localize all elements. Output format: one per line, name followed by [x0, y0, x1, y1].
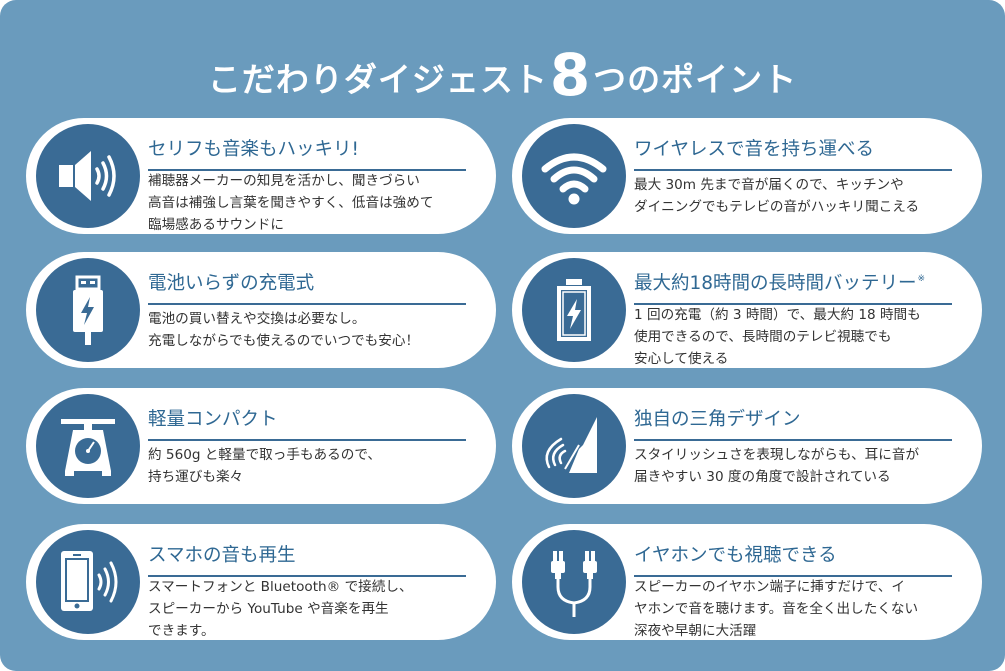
feature-description: 1 回の充電（約 3 時間）で、最大約 18 時間も 使用できるので、長時間のテ… [634, 307, 921, 367]
smartphone-sound-icon [61, 551, 118, 611]
wifi-icon [541, 153, 607, 205]
triangle-speaker-icon [545, 417, 597, 473]
feature-title: 電池いらずの充電式 [148, 266, 466, 305]
title-prefix: こだわりダイジェスト [207, 60, 548, 99]
feature-card-triangle-design: 独自の三角デザイン スタイリッシュさを表現しながらも、耳に音が 届きやすい 30… [512, 388, 982, 504]
feature-title: 最大約18時間の長時間バッテリー※ [634, 266, 952, 305]
feature-description: スピーカーのイヤホン端子に挿すだけで、イ ヤホンで音を聴けます。音を全く出したく… [634, 579, 919, 639]
earphones-icon [551, 551, 597, 617]
battery-icon [557, 279, 591, 341]
page-title: こだわりダイジェスト8つのポイント [0, 40, 1005, 115]
feature-title: 独自の三角デザイン [634, 402, 952, 441]
feature-card-earphones: イヤホンでも視聴できる スピーカーのイヤホン端子に挿すだけで、イ ヤホンで音を聴… [512, 524, 982, 640]
icon-circle [36, 258, 140, 362]
icon-circle [522, 530, 626, 634]
title-suffix: つのポイント [593, 60, 798, 99]
feature-description: 補聴器メーカーの知見を活かし、聞きづらい 高音は補強し言葉を聞きやすく、低音は強… [148, 173, 434, 233]
feature-description: 電池の買い替えや交換は必要なし。 充電しながらでも使えるのでいつでも安心！ [148, 311, 420, 349]
feature-description: 最大 30m 先まで音が届くので、キッチンや ダイニングでもテレビの音がハッキリ… [634, 177, 920, 215]
feature-card-smartphone-playback: スマホの音も再生 スマートフォンと Bluetooth® で接続し、 スピーカー… [26, 524, 496, 640]
speaker-icon [59, 151, 116, 201]
icon-circle [36, 530, 140, 634]
feature-description: スタイリッシュさを表現しながらも、耳に音が 届きやすい 30 度の角度で設計され… [634, 447, 920, 485]
feature-card-rechargeable: 電池いらずの充電式 電池の買い替えや交換は必要なし。 充電しながらでも使えるので… [26, 252, 496, 368]
feature-title: セリフも音楽もハッキリ! [148, 132, 466, 171]
feature-description: 約 560g と軽量で取っ手もあるので、 持ち運びも楽々 [148, 447, 381, 485]
feature-card-clear-sound: セリフも音楽もハッキリ! 補聴器メーカーの知見を活かし、聞きづらい 高音は補強し… [26, 118, 496, 234]
feature-card-wireless: ワイヤレスで音を持ち運べる 最大 30m 先まで音が届くので、キッチンや ダイニ… [512, 118, 982, 234]
icon-circle [522, 124, 626, 228]
usb-charge-icon [73, 275, 103, 345]
feature-title: 軽量コンパクト [148, 402, 466, 441]
footnote-mark: ※ [917, 274, 926, 284]
feature-card-long-battery: 最大約18時間の長時間バッテリー※ 1 回の充電（約 3 時間）で、最大約 18… [512, 252, 982, 368]
feature-card-lightweight: 軽量コンパクト 約 560g と軽量で取っ手もあるので、 持ち運びも楽々 [26, 388, 496, 504]
feature-title: ワイヤレスで音を持ち運べる [634, 132, 952, 171]
feature-title: イヤホンでも視聴できる [634, 538, 952, 577]
title-number: 8 [549, 41, 592, 109]
icon-circle [522, 258, 626, 362]
icon-circle [522, 394, 626, 498]
icon-circle [36, 394, 140, 498]
feature-description: スマートフォンと Bluetooth® で接続し、 スピーカーから YouTub… [148, 579, 413, 639]
feature-title: スマホの音も再生 [148, 538, 466, 577]
icon-circle [36, 124, 140, 228]
scale-icon [61, 419, 115, 476]
